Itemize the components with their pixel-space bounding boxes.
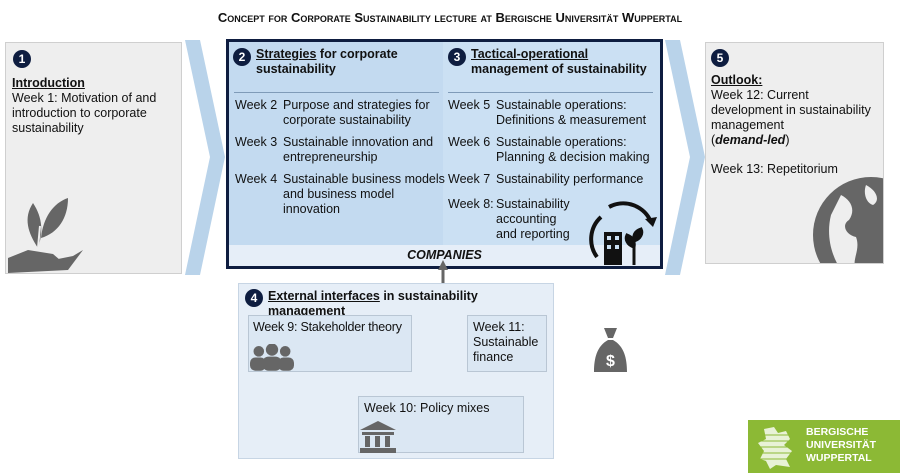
companies-label: COMPANIES [229,245,660,266]
section-heading: Strategies [256,47,317,61]
section-heading: External interfaces [268,289,380,303]
week-text: Week 10: Policy mixes [364,401,490,415]
week11-box: Week 11: Sustainable finance [467,315,547,372]
people-group-icon [250,344,294,371]
step-number: 4 [245,289,263,307]
step-number: 1 [13,50,31,68]
section-heading-rest: management of sustainability [471,62,647,76]
lion-emblem-icon [756,427,796,469]
chevron-arrow-2 [665,40,705,275]
week-text: Week 1: Motivation of and introduction t… [12,91,157,135]
demand-led-label: demand-led [715,133,786,147]
chevron-arrow-1 [185,40,225,275]
week9-box: Week 9: Stakeholder theory [248,315,412,372]
svg-text:$: $ [606,353,615,370]
logo-text: UNIVERSITÄT [806,439,877,451]
money-bag-icon: $ [594,328,627,372]
week-text: Week 9: Stakeholder theory [253,320,402,334]
section-introduction: 1 Introduction Week 1: Motivation of and… [5,42,182,274]
step-number: 5 [711,49,729,67]
globe-icon [813,177,883,263]
week-row: Week 8:Sustainability accounting and rep… [448,197,570,241]
section-heading-rest: for corporate sustainability [256,47,398,76]
step-number: 3 [448,48,466,66]
page-title: Concept for Corporate Sustainability lec… [217,10,683,25]
section-heading: Introduction [12,76,85,90]
logo-text: WUPPERTAL [806,452,872,464]
section-heading: Outlook: [711,73,763,87]
week-text: Week 11: Sustainable finance [473,320,539,364]
step-number: 2 [233,48,251,66]
week-text: Week 13: Repetitorium [711,162,838,176]
university-logo: BERGISCHE UNIVERSITÄT WUPPERTAL [748,420,900,473]
week10-box: Week 10: Policy mixes [358,396,524,453]
section-heading: Tactical-operational [471,47,589,61]
companies-box: 2 Strategies for corporate sustainabilit… [226,39,663,269]
plant-in-hand-icon [8,198,83,273]
section-outlook: 5 Outlook: Week 12: Current development … [705,42,884,264]
sustainable-building-icon [589,201,657,265]
logo-text: BERGISCHE [806,426,869,438]
section-heading-rest: in sustainability management [268,289,478,318]
government-building-icon [360,421,396,453]
week-text: Week 12: Current development in sustaina… [711,88,871,132]
